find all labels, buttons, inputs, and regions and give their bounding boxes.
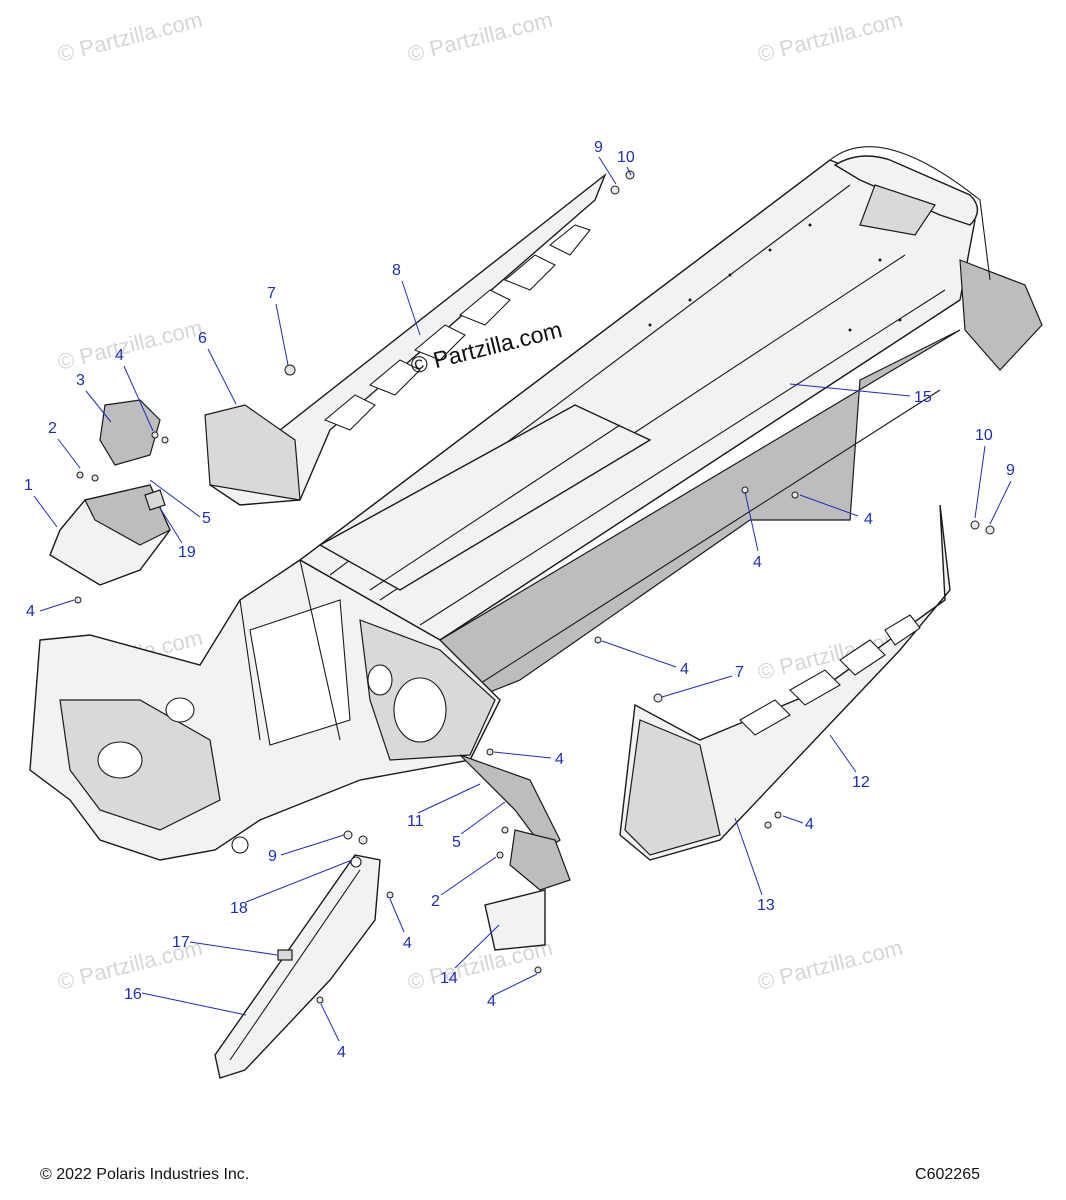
callout-label: 8 — [392, 262, 401, 279]
callout-label: 14 — [440, 970, 458, 987]
callout-label: 4 — [680, 661, 689, 678]
callout-label: 15 — [914, 389, 932, 406]
watermark: © Partzilla.com — [755, 7, 905, 67]
callout-label: 10 — [617, 149, 635, 166]
callout-label: 12 — [852, 774, 870, 791]
watermark: © Partzilla.com — [55, 7, 205, 67]
front-bulkhead — [29, 559, 501, 861]
callout-label: 4 — [753, 554, 762, 571]
callout-label: 6 — [198, 330, 207, 347]
callout-label: 4 — [403, 935, 412, 952]
copyright-notice: © 2022 Polaris Industries Inc. — [40, 1166, 250, 1183]
watermark: © Partzilla.com — [55, 315, 205, 375]
watermark: © Partzilla.com — [755, 935, 905, 995]
callout-label: 7 — [735, 664, 744, 681]
callout-label: 4 — [805, 816, 814, 833]
callout-label: 4 — [26, 603, 35, 620]
callout-label: 11 — [407, 813, 424, 830]
tunnel-assembly — [298, 146, 1043, 701]
callout-label: 2 — [431, 893, 440, 910]
fastener-group — [74, 170, 995, 1004]
callout-label: 9 — [1006, 462, 1015, 479]
running-board-left — [204, 172, 607, 506]
callout-label: 2 — [48, 420, 57, 437]
callout-label: 4 — [337, 1044, 346, 1061]
callout-label: 18 — [230, 900, 248, 917]
callout-label: 17 — [172, 934, 190, 951]
watermark: © Partzilla.com — [405, 7, 555, 67]
callout-label: 4 — [115, 347, 124, 364]
callout-label: 3 — [76, 372, 85, 389]
callout-label: 5 — [452, 834, 461, 851]
diagram-code: C602265 — [915, 1166, 980, 1183]
callout-label: 4 — [864, 511, 873, 528]
callout-label: 4 — [487, 993, 496, 1010]
running-board-right — [619, 504, 951, 861]
callout-label: 13 — [757, 897, 775, 914]
callout-label: 16 — [124, 986, 142, 1003]
callout-label: 9 — [268, 848, 277, 865]
callout-label: 5 — [202, 510, 211, 527]
callout-label: 7 — [267, 285, 276, 302]
small-parts — [49, 170, 995, 1079]
callout-label: 19 — [178, 544, 196, 561]
callout-label: 9 — [594, 139, 603, 156]
callout-label: 4 — [555, 751, 564, 768]
callout-label: 1 — [24, 477, 33, 494]
callout-label: 10 — [975, 427, 993, 444]
callout-layer: 9 10 8 7 6 4 3 2 1 5 19 4 15 — [24, 139, 1015, 1061]
